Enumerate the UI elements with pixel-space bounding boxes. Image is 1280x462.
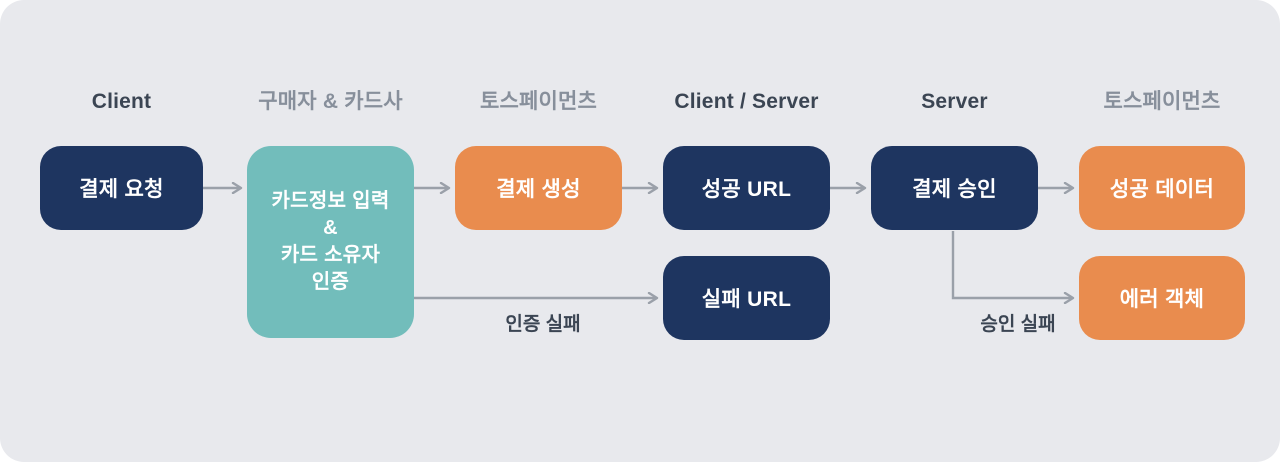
node-fail-url: 실패 URL	[663, 256, 830, 340]
column-header-client-server: Client / Server	[674, 90, 819, 113]
node-payment-confirm: 결제 승인	[871, 146, 1038, 230]
node-success-data: 성공 데이터	[1079, 146, 1245, 230]
node-error-object-label: 에러 객체	[1119, 288, 1205, 311]
node-payment-create: 결제 생성	[455, 146, 622, 230]
arrow-confirm-to-errorobject	[951, 231, 1072, 298]
node-payment-request: 결제 요청	[40, 146, 203, 230]
node-success-data-label: 성공 데이터	[1109, 178, 1215, 201]
column-header-tosspayments-2: 토스페이먼츠	[1103, 90, 1221, 113]
node-card-auth-line4: 인증	[311, 271, 350, 293]
column-header-buyer-cardcompany: 구매자 & 카드사	[258, 90, 403, 113]
node-fail-url-label: 실패 URL	[701, 288, 792, 311]
node-success-url: 성공 URL	[663, 146, 830, 230]
node-payment-create-label: 결제 생성	[496, 178, 581, 201]
node-payment-request-label: 결제 요청	[79, 178, 164, 201]
node-success-url-label: 성공 URL	[701, 178, 792, 201]
node-card-auth-line2: &	[323, 217, 338, 239]
node-error-object: 에러 객체	[1079, 256, 1245, 340]
edge-label-confirm-fail: 승인 실패	[980, 314, 1056, 335]
node-card-auth-line1: 카드정보 입력	[271, 190, 390, 212]
column-header-tosspayments-1: 토스페이먼츠	[479, 90, 598, 113]
edge-label-auth-fail: 인증 실패	[505, 314, 581, 335]
column-header-server: Server	[921, 90, 988, 113]
node-card-auth-line3: 카드 소유자	[280, 244, 381, 266]
column-header-client: Client	[91, 90, 152, 113]
node-payment-confirm-label: 결제 승인	[912, 178, 997, 201]
node-card-auth: 카드정보 입력 & 카드 소유자 인증	[247, 146, 414, 338]
